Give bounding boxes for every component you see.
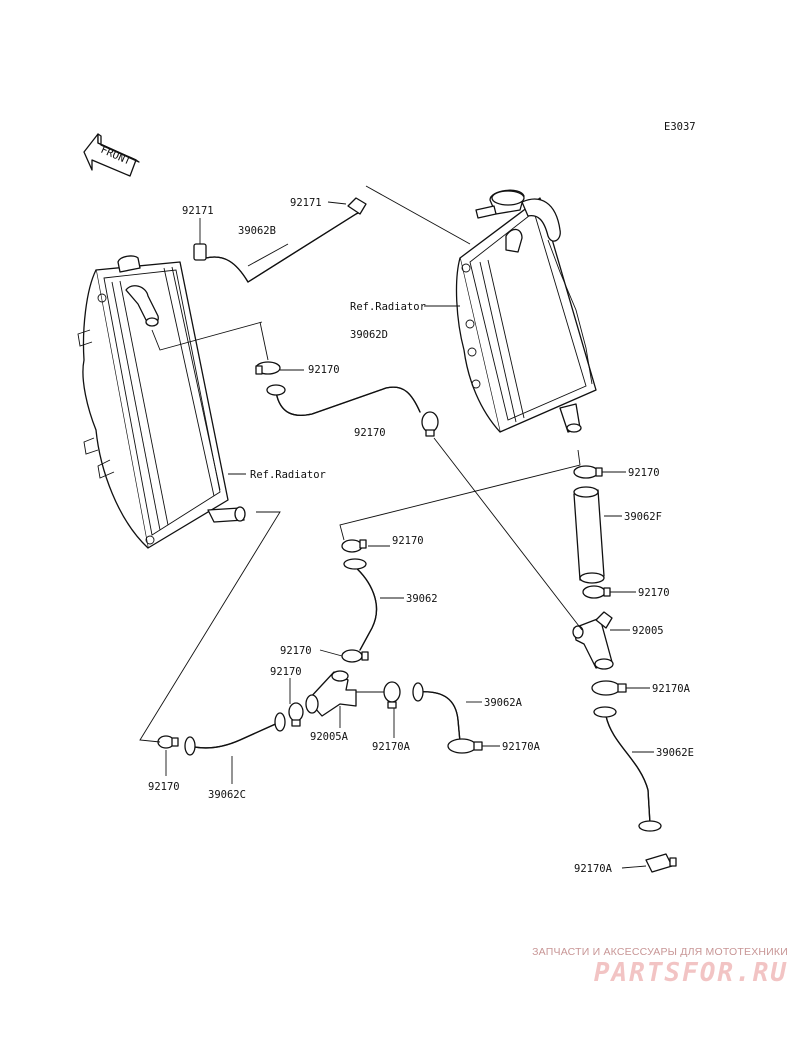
watermark: ЗАПЧАСТИ И АКСЕССУАРЫ ДЛЯ МОТОТЕХНИКИ PA…	[488, 946, 788, 988]
label-92170-a: 92170	[308, 364, 340, 376]
fitting-92005A	[305, 670, 357, 717]
part-labels: 92171 92171 39062B Ref.Radiator 39062D 9…	[148, 197, 694, 875]
clamp-92170-right-mid	[582, 585, 611, 599]
clamp-92170-bottom-left	[157, 735, 179, 749]
clamp-92170A-center	[383, 681, 401, 709]
label-39062F: 39062F	[624, 511, 662, 523]
left-radiator	[77, 255, 246, 549]
label-92170-f: 92170	[280, 645, 312, 657]
clamp-92170-upper-a	[255, 361, 281, 375]
label-39062E: 39062E	[656, 747, 694, 759]
clamp-92171-left	[193, 243, 207, 261]
hose-39062A	[412, 682, 461, 743]
clamp-92170-center-c	[288, 702, 304, 727]
label-92170A-a: 92170A	[652, 683, 691, 695]
label-92170-c: 92170	[628, 467, 660, 479]
clamp-92170-center-top	[341, 539, 367, 553]
label-92005A: 92005A	[310, 731, 349, 743]
label-92170A-b: 92170A	[372, 741, 411, 753]
diagram-code: E3037	[664, 121, 696, 133]
watermark-tagline: ЗАПЧАСТИ И АКСЕССУАРЫ ДЛЯ МОТОТЕХНИКИ	[532, 946, 788, 958]
hose-39062E	[593, 706, 662, 832]
clamp-92170A-bottom	[645, 853, 677, 873]
label-39062D: 39062D	[350, 329, 388, 341]
label-39062: 39062	[406, 593, 438, 605]
label-92171-top: 92171	[290, 197, 322, 209]
label-92170-h: 92170	[148, 781, 180, 793]
label-ref-radiator-right: Ref.Radiator	[350, 301, 426, 313]
label-92005: 92005	[632, 625, 664, 637]
watermark-logo: PARTSFOR.RU	[593, 958, 788, 988]
label-92171-left: 92171	[182, 205, 214, 217]
clamp-92170-upper-b	[421, 411, 439, 437]
clamp-92170A-right	[591, 680, 627, 696]
label-92170-e: 92170	[392, 535, 424, 547]
hose-39062B	[205, 201, 363, 283]
label-92170A-d: 92170A	[574, 863, 613, 875]
clamp-92170-right-top	[573, 465, 603, 479]
leader-lines	[139, 185, 654, 869]
label-92170A-c: 92170A	[502, 741, 541, 753]
label-92170-b: 92170	[354, 427, 386, 439]
hose-39062F	[573, 486, 605, 584]
label-39062C: 39062C	[208, 789, 246, 801]
hose-39062C	[184, 712, 286, 756]
label-39062A: 39062A	[484, 697, 523, 709]
clamp-92170-center-b	[341, 649, 369, 663]
clamp-92171-top	[347, 197, 367, 215]
label-39062B: 39062B	[238, 225, 276, 237]
hose-39062	[343, 558, 378, 651]
label-ref-radiator-left: Ref.Radiator	[250, 469, 326, 481]
hose-39062D	[266, 384, 421, 416]
front-arrow-icon: FRONT	[83, 133, 140, 177]
label-92170-d: 92170	[638, 587, 670, 599]
label-92170-g: 92170	[270, 666, 302, 678]
clamp-92170A-center-b	[447, 738, 483, 754]
fitting-92005	[572, 611, 614, 670]
right-radiator	[455, 189, 597, 433]
